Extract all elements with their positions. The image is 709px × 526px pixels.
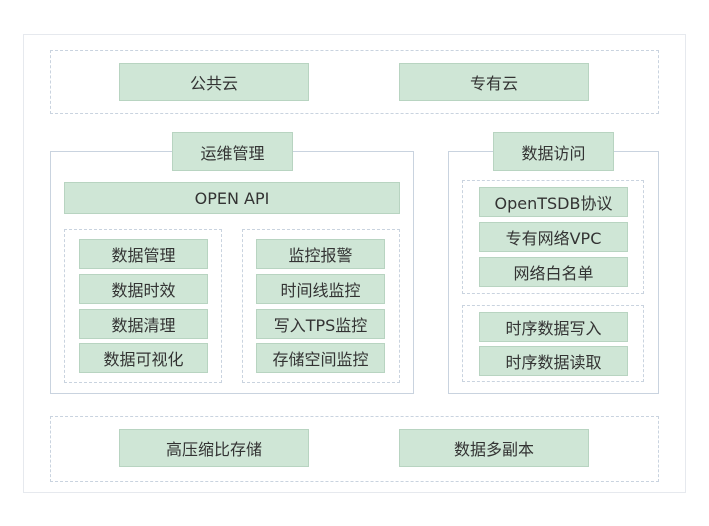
cloud-tier — [50, 50, 659, 114]
access-protocol-item: OpenTSDB协议 — [479, 187, 628, 217]
storage-tier — [50, 416, 659, 482]
open-api-box: OPEN API — [64, 182, 400, 214]
ops-data-item: 数据管理 — [79, 239, 208, 269]
storage-item: 高压缩比存储 — [119, 429, 309, 467]
ops-monitor-item: 监控报警 — [256, 239, 385, 269]
ops-data-item: 数据可视化 — [79, 343, 208, 373]
access-title: 数据访问 — [493, 132, 614, 171]
access-rw-item: 时序数据读取 — [479, 346, 628, 376]
ops-monitor-panel — [242, 229, 400, 383]
ops-monitor-item: 时间线监控 — [256, 274, 385, 304]
ops-title: 运维管理 — [172, 132, 293, 171]
private-cloud-box: 专有云 — [399, 63, 589, 101]
access-protocol-panel — [462, 180, 644, 294]
ops-monitor-item: 存储空间监控 — [256, 343, 385, 373]
access-rw-item: 时序数据写入 — [479, 312, 628, 342]
ops-monitor-item: 写入TPS监控 — [256, 309, 385, 339]
ops-data-item: 数据清理 — [79, 309, 208, 339]
access-protocol-item: 专有网络VPC — [479, 222, 628, 252]
diagram-frame — [23, 34, 686, 493]
ops-data-panel — [64, 229, 222, 383]
access-protocol-item: 网络白名单 — [479, 257, 628, 287]
access-rw-panel — [462, 305, 644, 382]
ops-data-item: 数据时效 — [79, 274, 208, 304]
public-cloud-box: 公共云 — [119, 63, 309, 101]
storage-item: 数据多副本 — [399, 429, 589, 467]
